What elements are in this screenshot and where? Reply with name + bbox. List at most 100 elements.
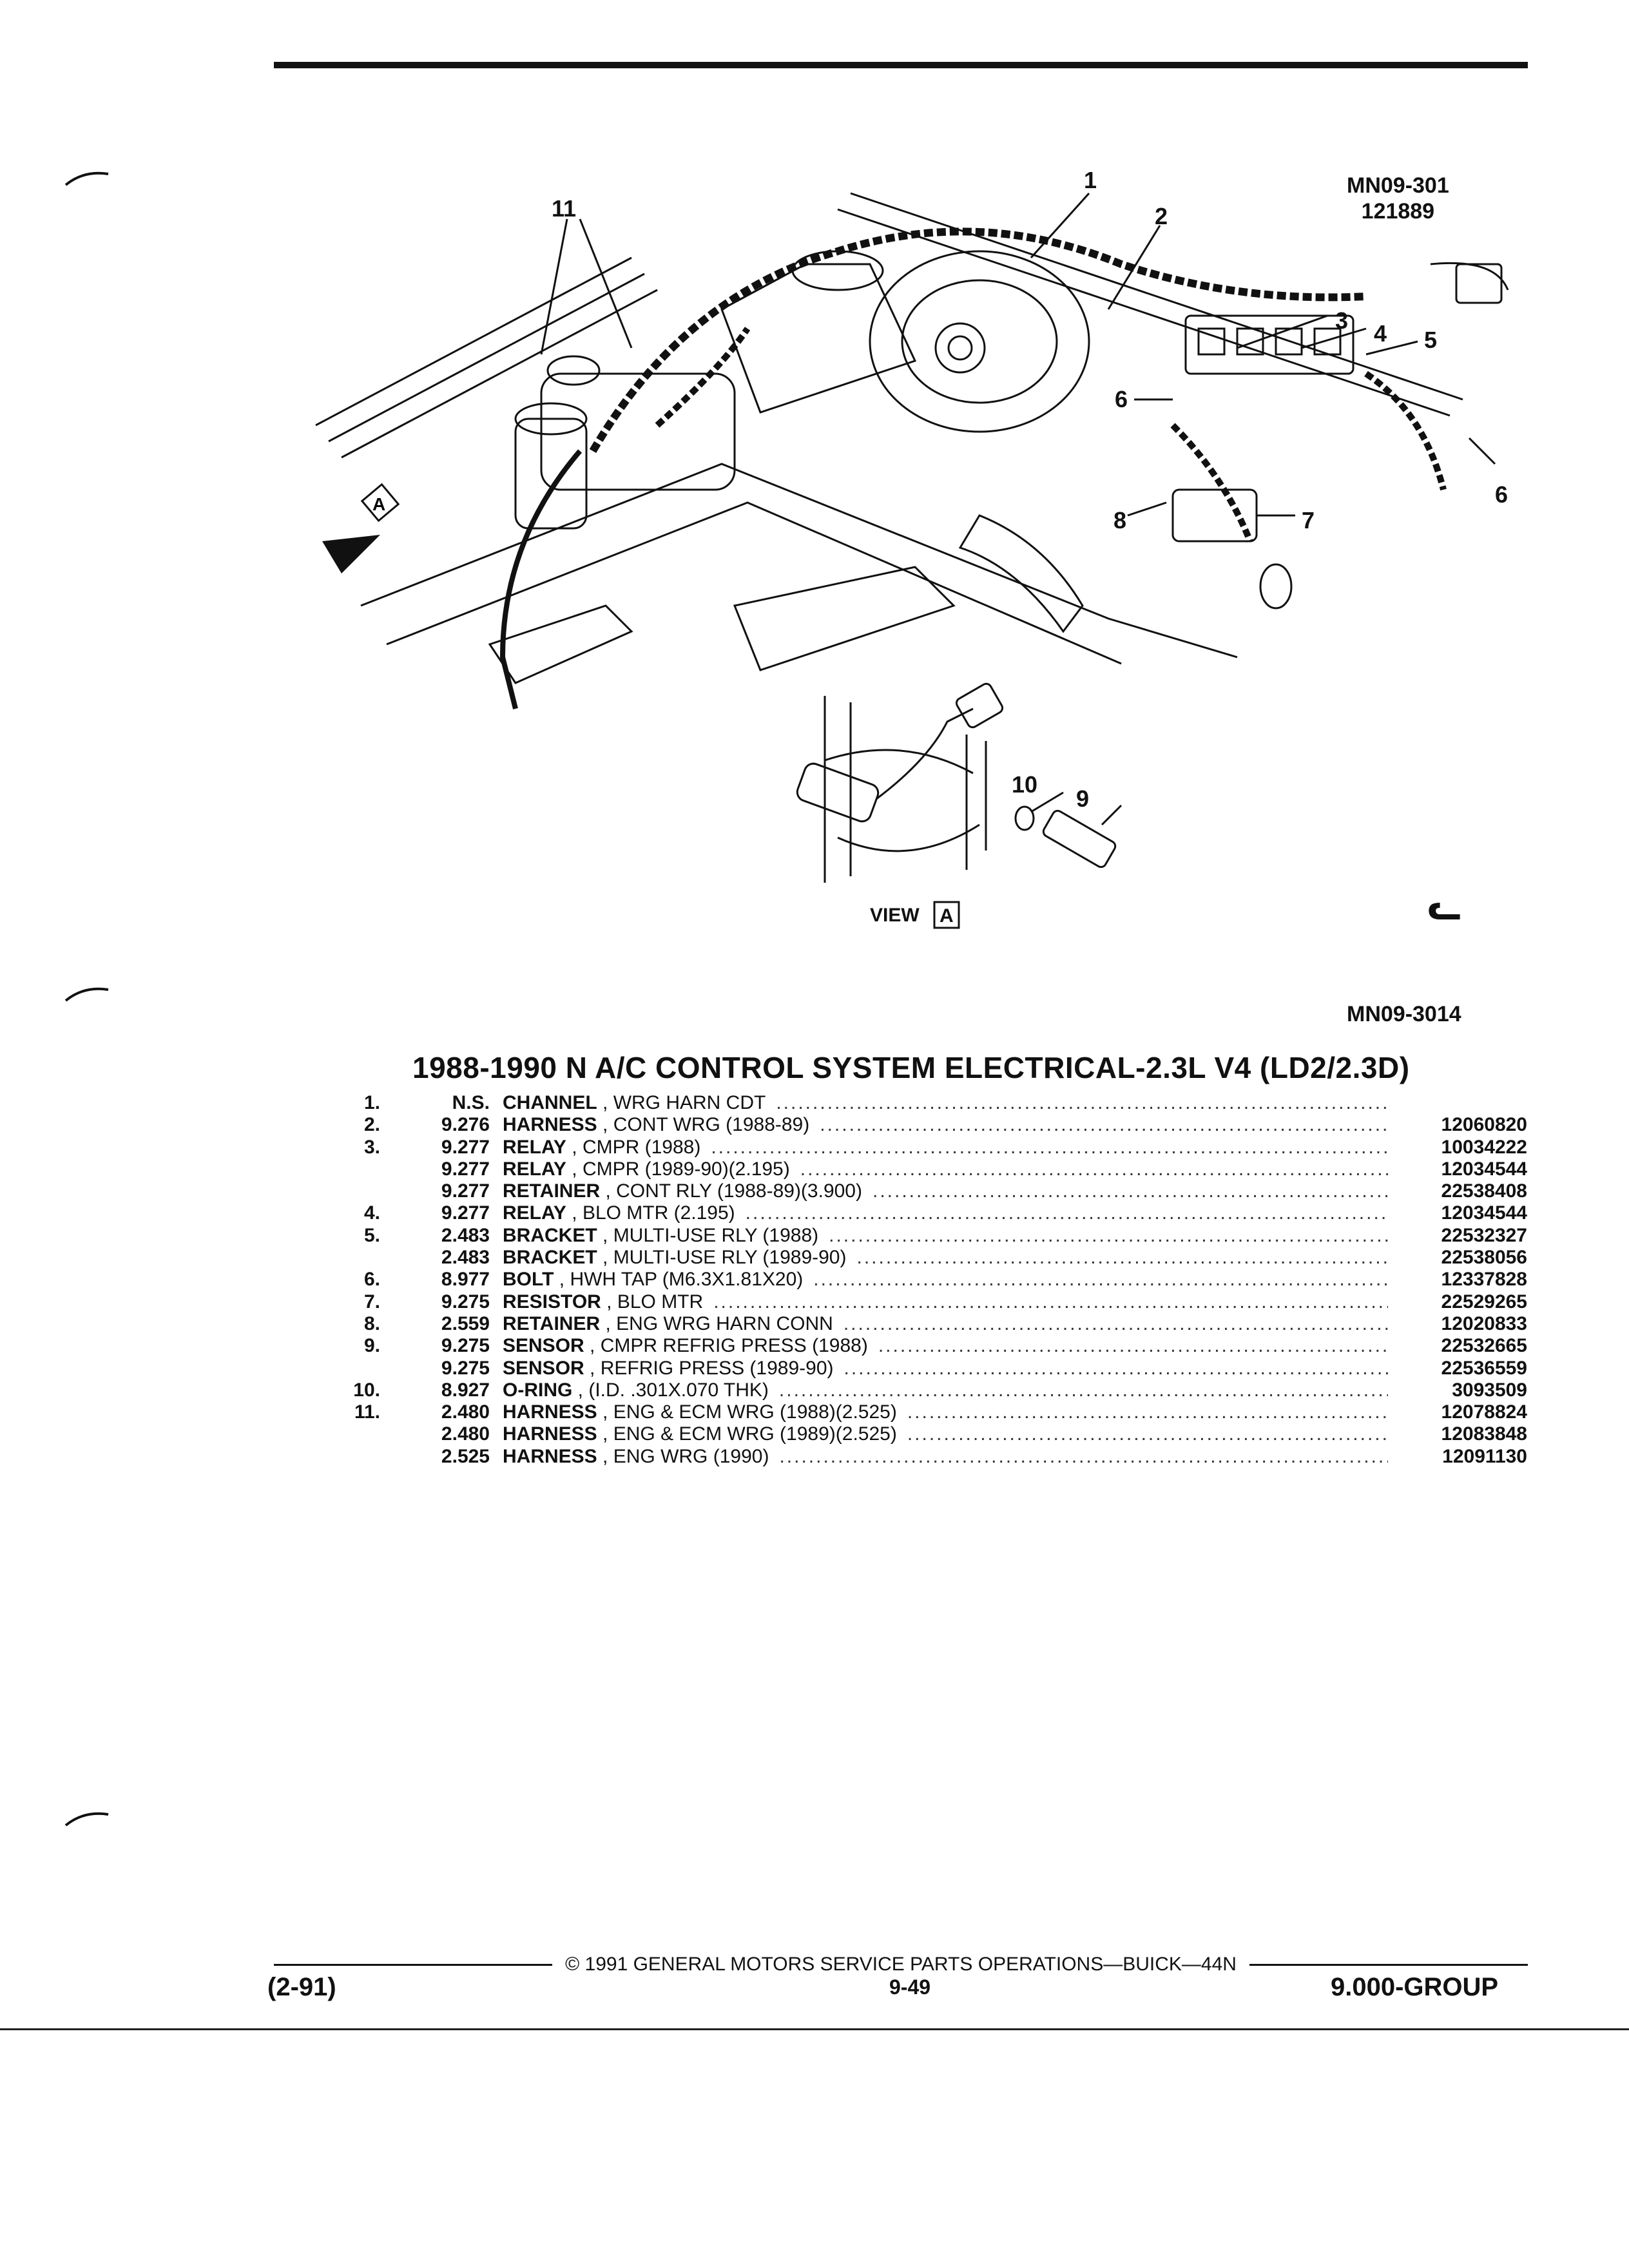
group-number: 2.483: [441, 1247, 490, 1269]
part-name: CHANNEL: [503, 1092, 597, 1113]
parts-list: 1.N.S.CHANNEL , WRG HARN CDT2.9.276HARNE…: [335, 1092, 1527, 1468]
dot-leader: [746, 1202, 1388, 1224]
group-label: 9.000-GROUP: [1331, 1973, 1499, 2001]
dot-leader: [829, 1225, 1388, 1247]
part-detail: ENG WRG HARN CONN: [616, 1312, 833, 1334]
part-description: RELAY , BLO MTR (2.195): [503, 1202, 735, 1224]
group-number: 2.525: [441, 1445, 490, 1467]
section-title: 1988-1990 N A/C CONTROL SYSTEM ELECTRICA…: [412, 1051, 1410, 1084]
part-detail: CMPR REFRIG PRESS (1988): [600, 1335, 868, 1357]
part-detail: ENG WRG (1990): [613, 1445, 769, 1467]
item-number: 8.: [363, 1312, 380, 1334]
group-number: 9.277: [441, 1158, 490, 1180]
part-name: HARNESS: [503, 1445, 597, 1467]
part-detail: MULTI-USE RLY (1988): [613, 1224, 819, 1246]
view-label: VIEW: [870, 905, 920, 926]
part-name: HARNESS: [503, 1114, 597, 1136]
group-number: 9.276: [441, 1114, 490, 1136]
group-number: 9.277: [441, 1136, 490, 1158]
callout-1: 1: [1084, 167, 1097, 193]
footer-copyright-row: © 1991 GENERAL MOTORS SERVICE PARTS OPER…: [274, 1954, 1528, 1975]
dot-leader: [844, 1358, 1388, 1379]
callout-7: 7: [1302, 507, 1315, 533]
part-number: 22532665: [1441, 1335, 1527, 1357]
group-number: 2.480: [441, 1401, 490, 1423]
top-rule: [274, 62, 1528, 68]
figure-code: MN09-301: [1347, 173, 1449, 198]
bottom-rule: [0, 2028, 1629, 2030]
part-description: HARNESS , ENG WRG (1990): [503, 1445, 769, 1467]
dot-leader: [779, 1446, 1388, 1468]
item-number: 11.: [354, 1401, 380, 1423]
part-name: RELAY: [503, 1158, 566, 1180]
revision-date: (2-91): [267, 1973, 336, 2001]
part-number: 12337828: [1441, 1269, 1527, 1291]
part-name: SENSOR: [503, 1335, 584, 1357]
part-name: RELAY: [503, 1136, 566, 1158]
dot-leader: [713, 1291, 1388, 1313]
part-detail: WRG HARN CDT: [613, 1092, 766, 1113]
group-number: 9.275: [441, 1335, 490, 1357]
item-number: 2.: [363, 1114, 380, 1136]
part-name: RETAINER: [503, 1312, 601, 1334]
part-description: RESISTOR , BLO MTR: [503, 1291, 704, 1312]
part-detail: CMPR (1989-90)(2.195): [582, 1158, 790, 1180]
part-description: RETAINER , ENG WRG HARN CONN: [503, 1312, 833, 1334]
part-description: RETAINER , CONT RLY (1988-89)(3.900): [503, 1180, 862, 1202]
part-number: 22538056: [1441, 1247, 1527, 1269]
part-description: SENSOR , CMPR REFRIG PRESS (1988): [503, 1335, 868, 1357]
callout-10: 10: [1012, 771, 1037, 798]
callout-3: 3: [1335, 307, 1348, 334]
callout-2: 2: [1155, 203, 1168, 229]
figure-reference: MN09-301 121889: [1347, 173, 1449, 224]
part-number: 3093509: [1452, 1379, 1527, 1401]
part-description: HARNESS , ENG & ECM WRG (1988)(2.525): [503, 1401, 897, 1423]
group-number: 2.480: [441, 1423, 490, 1445]
part-description: HARNESS , CONT WRG (1988-89): [503, 1114, 810, 1136]
dot-leader: [878, 1335, 1388, 1357]
dot-leader: [800, 1158, 1388, 1180]
group-number: N.S.: [452, 1092, 490, 1113]
binder-mark: [64, 987, 109, 1002]
arrow-letter: A: [372, 494, 385, 514]
part-number: 22536559: [1441, 1357, 1527, 1379]
part-number: 10034222: [1441, 1136, 1527, 1158]
part-number: 22532327: [1441, 1224, 1527, 1246]
part-description: BOLT , HWH TAP (M6.3X1.81X20): [503, 1269, 804, 1291]
part-number: 12034544: [1441, 1158, 1527, 1180]
group-number: 9.277: [441, 1202, 490, 1224]
part-number: 12083848: [1441, 1423, 1527, 1445]
item-number: 6.: [363, 1269, 380, 1291]
part-number: 12034544: [1441, 1202, 1527, 1224]
dot-leader: [813, 1269, 1388, 1291]
part-name: RETAINER: [503, 1180, 601, 1202]
group-number: 8.977: [441, 1269, 490, 1291]
group-number: 2.483: [441, 1224, 490, 1246]
dot-leader: [907, 1401, 1388, 1423]
item-number: 7.: [363, 1291, 380, 1312]
part-detail: REFRIG PRESS (1989-90): [600, 1357, 834, 1379]
group-number: 9.275: [441, 1291, 490, 1312]
view-arrow: [322, 535, 380, 573]
part-number: 12078824: [1441, 1401, 1527, 1423]
dot-leader: [776, 1092, 1388, 1114]
figure-date-code: 121889: [1361, 199, 1435, 224]
callout-8: 8: [1113, 507, 1126, 533]
part-name: SENSOR: [503, 1357, 584, 1379]
part-number: 12020833: [1441, 1312, 1527, 1334]
part-detail: CMPR (1988): [582, 1136, 701, 1158]
part-detail: MULTI-USE RLY (1989-90): [613, 1247, 847, 1269]
part-name: HARNESS: [503, 1423, 597, 1445]
part-detail: (I.D. .301X.070 THK): [588, 1379, 769, 1401]
